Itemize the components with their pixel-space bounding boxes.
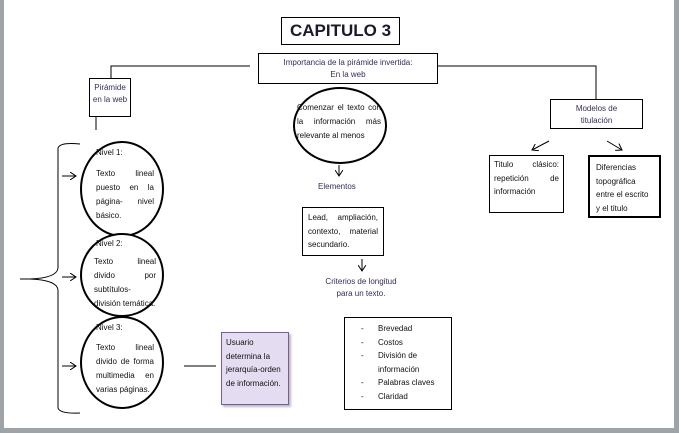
connector-central-right [437, 65, 597, 100]
elements-box: Lead, ampliación, contexto, material sec… [302, 207, 384, 256]
criteria-label-line2: para un texto. [336, 289, 386, 298]
elements-text: Lead, ampliación, contexto, material sec… [308, 213, 378, 249]
level-1-heading: Nivel 1: [96, 148, 123, 157]
title-models-line1: Modelos de [575, 104, 618, 113]
central-topic-line2: En la web [330, 70, 366, 79]
connector-central-left [110, 65, 250, 78]
bullet-dash: - [361, 324, 364, 333]
criteria-item: - Palabras claves [345, 376, 451, 390]
central-topic-box: Importancia de la pirámide invertida: En… [258, 53, 438, 84]
criteria-list: - Brevedad - Costos - División de información… [345, 322, 451, 403]
criteria-label: Criterios de longitud para un texto. [316, 276, 406, 300]
criteria-item-text: División de información [378, 351, 420, 374]
criteria-item: - Claridad [345, 390, 451, 404]
elements-label: Elementos [318, 182, 356, 191]
level-3-circle: Nivel 3: Texto lineal divido de forma mu… [80, 316, 164, 409]
start-text-content: Comenzar el texto con la información más… [297, 103, 381, 140]
chapter-title: CAPITULO 3 [281, 17, 400, 45]
start-text-circle: Comenzar el texto con la información más… [293, 87, 387, 164]
criteria-item-text: Costos [378, 337, 403, 347]
level-2-circle: Nivel 2: Texto lineal divido por subtítu… [80, 233, 164, 317]
level-1-circle: Nivel 1: Texto lineal puesto en la págin… [80, 141, 164, 237]
title-models-box: Modelos de titulación [550, 99, 643, 129]
criteria-list-box: - Brevedad - Costos - División de información… [344, 317, 452, 410]
model-classic-box: Titulo clásico: repetición de informació… [489, 155, 564, 213]
arrow-model-2 [606, 140, 622, 150]
bullet-dash: - [361, 351, 364, 360]
level-1-text: Texto lineal puesto en la página- nivel … [96, 169, 154, 220]
criteria-item-text: Claridad [378, 391, 408, 401]
model-typography-box: Diferencias topográfica entre el escrito… [588, 155, 661, 218]
model-classic-text: Titulo clásico: repetición de informació… [494, 160, 559, 196]
criteria-item: - Brevedad [345, 322, 451, 336]
criteria-item: - Costos [345, 336, 451, 350]
level-2-heading: Nivel 2: [96, 239, 123, 248]
criteria-item-text: Palabras claves [378, 378, 435, 387]
level-3-heading: Nivel 3: [96, 323, 123, 332]
criteria-item: - División de información [345, 349, 451, 376]
criteria-label-line1: Criterios de longitud [325, 277, 397, 286]
title-models-line2: titulación [580, 116, 613, 125]
arrow-model-1 [532, 140, 550, 150]
bullet-dash: - [361, 391, 364, 401]
bullet-dash: - [361, 337, 364, 347]
level-2-text: Texto lineal divido por subtítulos-divis… [94, 257, 156, 308]
pyramid-web-line1: Pirámide [94, 83, 126, 92]
user-note-text: Usuario determina la jerarquía-orden de … [226, 338, 281, 388]
bullet-dash: - [361, 378, 364, 387]
level-3-text: Texto lineal divido de forma multimedia … [96, 343, 154, 394]
brace-icon [29, 143, 81, 414]
central-topic-line1: Importancia de la pirámide invertida: [283, 58, 413, 67]
pyramid-web-line2: en la web [92, 95, 128, 104]
model-typography-text: Diferencias topográfica entre el escrito… [596, 163, 649, 213]
criteria-item-text: Brevedad [378, 324, 413, 333]
pyramid-web-box: Pirámide en la web [89, 78, 131, 117]
user-note-box: Usuario determina la jerarquía-orden de … [221, 332, 289, 405]
